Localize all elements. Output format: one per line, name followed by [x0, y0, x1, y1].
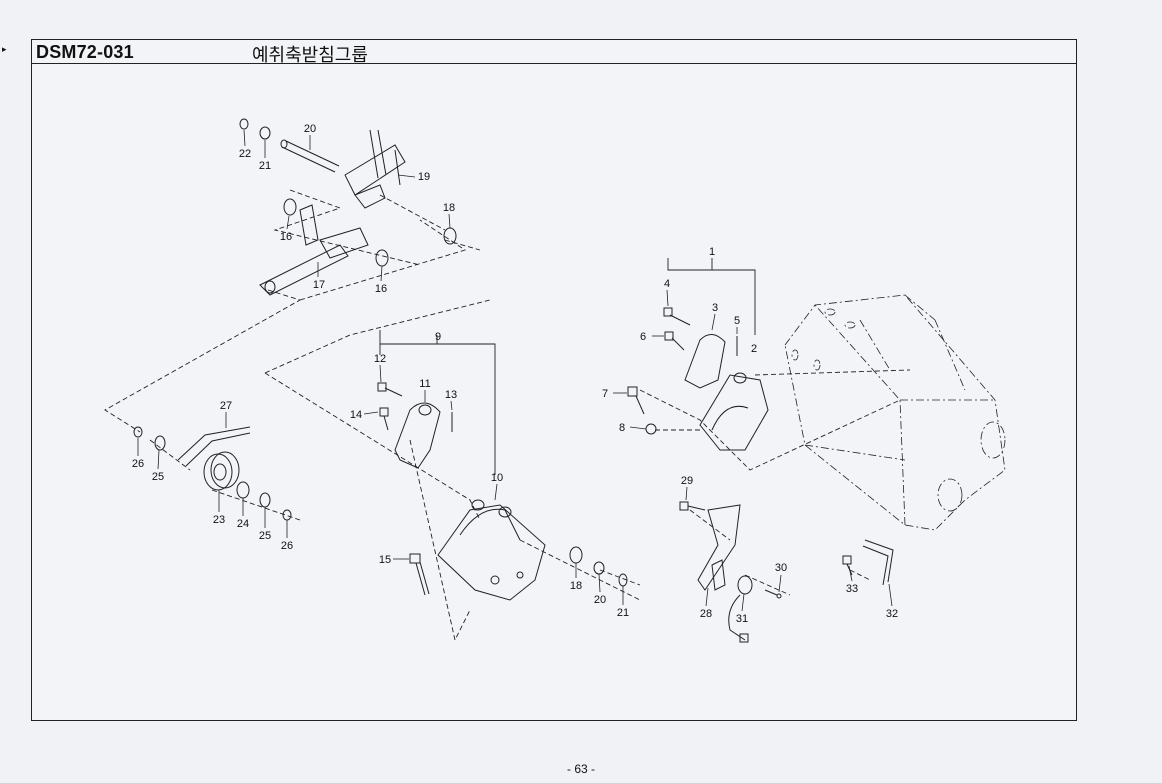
callout-24: 24: [237, 518, 249, 530]
part-19-bracket: [344, 129, 406, 209]
callout-31: 31: [736, 613, 748, 625]
part-20-shaft: [280, 139, 340, 173]
callout-10: 10: [491, 472, 503, 484]
callout-18-upper: 18: [443, 202, 455, 214]
part-4-bolt: [663, 307, 691, 326]
callout-17: 17: [313, 279, 325, 291]
callout-12: 12: [374, 353, 386, 365]
part-17-lever: [259, 204, 369, 296]
callout-6: 6: [640, 331, 646, 343]
callout-28: 28: [700, 608, 712, 620]
callout-29: 29: [681, 475, 693, 487]
part-16-bushing-lower: [375, 249, 389, 267]
group-leader-lines: [379, 258, 756, 475]
corner-mark: ▸: [2, 44, 7, 54]
callout-32: 32: [886, 608, 898, 620]
callout-5: 5: [734, 315, 740, 327]
callout-33: 33: [846, 583, 858, 595]
callout-19: 19: [418, 171, 430, 183]
callout-15: 15: [379, 554, 391, 566]
callout-21-lower: 21: [617, 607, 629, 619]
part-27-spring: [177, 426, 251, 467]
callout-4: 4: [664, 278, 670, 290]
document-title: 예취축받침그룹: [252, 45, 368, 66]
part-14-fitting: [379, 407, 389, 431]
part-25-washer-upper: [154, 435, 166, 451]
callout-21-upper: 21: [259, 160, 271, 172]
assembly-guide-lines: [104, 189, 911, 642]
callout-11: 11: [419, 378, 430, 390]
part-6-fitting: [664, 331, 685, 351]
part-7-bolt: [627, 386, 645, 415]
callout-leaders: [137, 129, 893, 612]
part-23-pulley: [203, 451, 240, 491]
drawing-frame: DSM72-031 예취축받침그룹: [31, 39, 1077, 721]
callout-16-lower: 16: [375, 283, 387, 295]
callout-23: 23: [213, 514, 225, 526]
part-12-bolt: [377, 382, 403, 397]
callout-13: 13: [445, 389, 457, 401]
part-31-sensor: [728, 575, 753, 643]
part-24-bearing: [236, 481, 250, 499]
part-18-bushing-upper: [443, 227, 457, 245]
callout-9: 9: [435, 331, 441, 343]
part-25-washer-lower: [259, 492, 271, 508]
part-2-holder: [699, 372, 769, 451]
part-10-housing: [437, 499, 546, 601]
part-22-ring: [239, 118, 249, 130]
callout-7: 7: [602, 388, 608, 400]
part-15-bolt: [409, 553, 430, 596]
part-28-bracket: [697, 504, 741, 591]
document-code: DSM72-031: [36, 42, 134, 62]
part-33-bolt: [842, 555, 853, 576]
callout-26-upper: 26: [132, 458, 144, 470]
callout-22: 22: [239, 148, 251, 160]
callout-30: 30: [775, 562, 787, 574]
part-8-washer: [645, 423, 657, 435]
callout-25-upper: 25: [152, 471, 164, 483]
part-21-washer: [259, 126, 271, 140]
part-20-washer: [593, 561, 605, 575]
part-11-clamp: [394, 402, 441, 469]
part-26-ring-upper: [133, 426, 143, 438]
callout-8: 8: [619, 422, 625, 434]
callout-1: 1: [709, 246, 715, 258]
part-3-cap: [684, 334, 726, 389]
callout-20-lower: 20: [594, 594, 606, 606]
part-30-screw: [764, 589, 782, 599]
callout-26-lower: 26: [281, 540, 293, 552]
part-18-bushing-lower: [569, 546, 583, 564]
callout-25-lower: 25: [259, 530, 271, 542]
engine-block-outline: [784, 294, 1006, 531]
callout-labels: 1 2 3 4 5 6 7 8 9 10 11 12 13 14 15 16 1…: [132, 123, 898, 625]
callout-3: 3: [712, 302, 718, 314]
callout-20-upper: 20: [304, 123, 316, 135]
callout-27: 27: [220, 400, 232, 412]
part-16-bushing-upper: [283, 198, 297, 216]
callout-14: 14: [350, 409, 362, 421]
callout-16-upper: 16: [280, 231, 292, 243]
page-number: - 63 -: [566, 762, 595, 776]
callout-2: 2: [751, 343, 757, 355]
part-32-plate: [862, 539, 894, 586]
part-29-bolt: [679, 501, 706, 511]
header-bar: DSM72-031 예취축받침그룹: [32, 40, 1076, 66]
callout-18-lower: 18: [570, 580, 582, 592]
